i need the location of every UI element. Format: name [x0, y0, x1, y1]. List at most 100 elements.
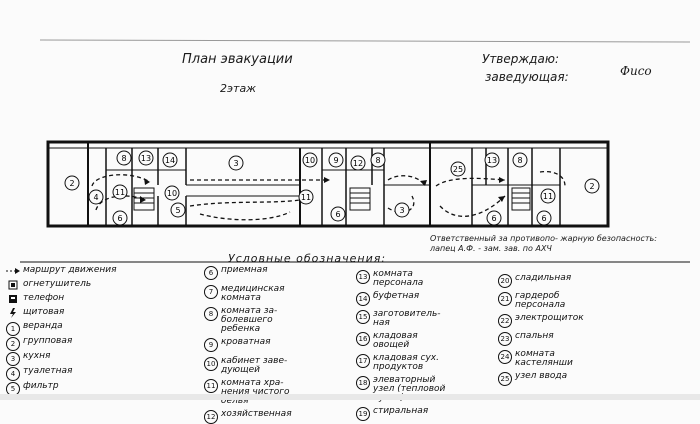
- room-marker-circle: [540, 188, 556, 204]
- room-marker: 10: [164, 185, 180, 201]
- building-outline: [46, 140, 610, 228]
- plan-title: План эвакуации: [182, 52, 293, 67]
- room-marker-circle: [350, 155, 366, 171]
- legend-number: 19: [356, 407, 370, 421]
- room-marker-circle: [162, 152, 178, 168]
- room-marker-number: 2: [69, 179, 74, 188]
- legend-number: 23: [498, 332, 512, 346]
- lightning-icon: [6, 308, 20, 318]
- legend-label: приемная: [221, 265, 268, 275]
- legend-label: групповая: [23, 336, 73, 346]
- room-marker-number: 11: [301, 193, 311, 202]
- legend-number: 8: [204, 307, 218, 321]
- room-marker-number: 6: [491, 214, 496, 223]
- legend-number: 21: [498, 292, 512, 306]
- room-marker-circle: [450, 161, 466, 177]
- room-marker: 10: [302, 152, 318, 168]
- legend-label: медицинская комната: [221, 284, 285, 303]
- legend-label: веранда: [23, 321, 63, 331]
- room-marker: 6: [112, 210, 128, 226]
- floor-label: 2этаж: [220, 82, 257, 95]
- legend-label: комната персонала: [373, 269, 424, 288]
- legend-label: гардероб персонала: [515, 291, 566, 310]
- room-marker: 11: [540, 188, 556, 204]
- legend-label: узел ввода: [515, 371, 568, 381]
- room-marker-number: 6: [335, 210, 340, 219]
- legend-number: 13: [356, 270, 370, 284]
- room-marker: 8: [512, 152, 528, 168]
- room-marker-number: 13: [487, 156, 497, 165]
- room-marker-circle: [112, 210, 128, 226]
- room-marker-circle: [88, 189, 104, 205]
- room-marker-number: 8: [121, 154, 126, 163]
- room-marker-number: 11: [115, 188, 125, 197]
- legend-label: комната кастелянши: [515, 349, 573, 368]
- room-marker: 4: [88, 189, 104, 205]
- evacuation-routes: [91, 170, 566, 221]
- legend-number: 9: [204, 338, 218, 352]
- legend-number: 12: [204, 410, 218, 424]
- legend-label: комната за- болевшего ребенка: [221, 306, 278, 334]
- legend-number: 3: [6, 352, 20, 366]
- approval-line-1: Утверждаю:: [482, 52, 559, 66]
- legend-label: щитовая: [23, 307, 65, 317]
- room-marker-number: 12: [353, 159, 363, 168]
- room-marker-number: 2: [589, 182, 594, 191]
- legend-number: 24: [498, 350, 512, 364]
- stairs-right: [511, 187, 531, 211]
- legend-label: телефон: [23, 293, 65, 303]
- room-marker: 6: [330, 206, 346, 222]
- responsible-person-note: Ответственный за противопо- жарную безоп…: [430, 234, 657, 253]
- room-marker-number: 6: [117, 214, 122, 223]
- room-marker-circle: [164, 185, 180, 201]
- room-marker-circle: [328, 152, 344, 168]
- legend-symbol-item: телефон: [6, 294, 64, 304]
- legend-title: Условные обозначения:: [228, 252, 387, 265]
- room-marker-circle: [484, 152, 500, 168]
- room-marker: 2: [64, 175, 80, 191]
- legend-number: 7: [204, 285, 218, 299]
- route-arrowheads: [140, 177, 505, 203]
- room-marker: 5: [170, 202, 186, 218]
- room-marker: 3: [394, 202, 410, 218]
- legend-label: кладовая овощей: [373, 331, 418, 350]
- room-marker: 11: [112, 184, 128, 200]
- legend-label: кухня: [23, 351, 51, 361]
- room-marker-circle: [64, 175, 80, 191]
- legend-label: туалетная: [23, 366, 73, 376]
- legend-number: 18: [356, 376, 370, 390]
- page-top-line: [39, 39, 691, 43]
- room-marker-number: 3: [233, 159, 238, 168]
- room-marker: 12: [350, 155, 366, 171]
- room-marker-number: 14: [165, 156, 175, 165]
- room-marker-circle: [486, 210, 502, 226]
- legend-number: 17: [356, 354, 370, 368]
- legend-number: 15: [356, 310, 370, 324]
- legend-number: 22: [498, 314, 512, 328]
- extinguisher-icon: [6, 280, 20, 290]
- room-marker-number: 6: [541, 214, 546, 223]
- room-marker: 8: [116, 150, 132, 166]
- legend-label: маршрут движения: [23, 265, 117, 275]
- legend-label: фильтр: [23, 381, 59, 391]
- room-marker-circle: [512, 152, 528, 168]
- room-marker-number: 8: [517, 156, 522, 165]
